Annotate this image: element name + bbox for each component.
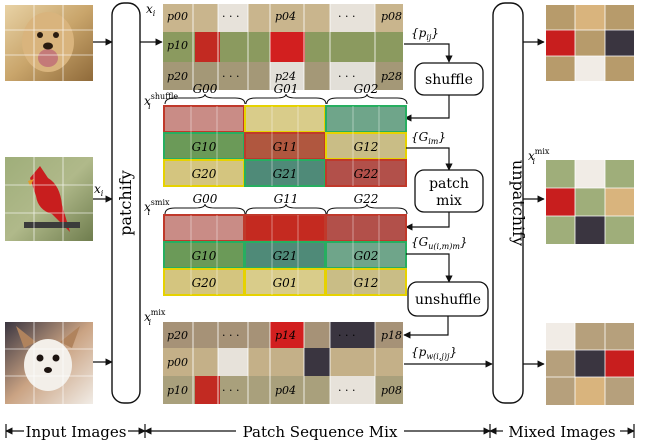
out-patch-label-p20: p20	[167, 329, 188, 342]
out-dots-1a: · · ·	[222, 329, 239, 342]
unshuffle-label: unshuffle	[415, 292, 481, 308]
xi-label-top: xi	[146, 2, 156, 18]
pij-label: {pij}	[411, 26, 439, 42]
patch-label-p10: p10	[167, 39, 188, 52]
arrow-shuffle-to-groups	[404, 95, 450, 122]
guim-label: {Gu(i,m)m}	[411, 235, 468, 251]
out-patch-label-p08: p08	[381, 384, 402, 397]
input-image-golden-retriever	[5, 5, 93, 81]
pwij-label: {pw(i,j)j}	[411, 345, 457, 361]
mixed-images-label: Mixed Images	[508, 423, 615, 441]
brace-2	[245, 93, 327, 105]
brace-5	[245, 203, 327, 215]
patchify-block	[111, 2, 141, 404]
brace-3	[326, 93, 408, 105]
input-image-chihuahua	[5, 322, 93, 404]
arrow-groups-to-patchmix	[406, 147, 453, 171]
shuffle-label: shuffle	[425, 72, 473, 88]
patch-label-p20: p20	[167, 70, 188, 83]
gim-label: {Gim}	[411, 130, 446, 146]
input-images-label: Input Images	[26, 423, 127, 441]
unpatchify-label: unpatchify	[509, 160, 528, 246]
arrow-seq-to-shuffle	[404, 43, 453, 63]
patch-label-p04: p04	[275, 10, 296, 23]
out-patch-label-p04: p04	[275, 384, 296, 397]
group-top-label-G02: G02	[354, 82, 379, 96]
input-image-cardinal	[5, 157, 93, 241]
out-dots-1b: · · ·	[338, 329, 355, 342]
bottom-scale	[5, 424, 635, 438]
group-top-label-G00: G00	[193, 82, 218, 96]
out-dots-3a: · · ·	[222, 384, 239, 397]
dots-3a: · · ·	[222, 70, 239, 83]
mixed-image-3	[546, 323, 634, 405]
patchify-label: patchify	[116, 170, 135, 236]
dots-1a: · · ·	[222, 10, 239, 23]
group-top-label-G01: G01	[274, 82, 299, 96]
smix-label-G02: G02	[354, 249, 379, 263]
smix-label-G21: G21	[273, 249, 298, 263]
arrow-patchmix-to-smix	[405, 212, 450, 231]
group-label-G11: G11	[273, 140, 298, 154]
patch-label-p28: p28	[381, 70, 402, 83]
unpatchify-block	[492, 2, 524, 404]
arrow-smix-to-unshuffle	[406, 253, 453, 283]
smix-label-G10: G10	[192, 249, 217, 263]
smix-group-grid	[163, 214, 407, 296]
input-patch-sequence	[163, 4, 403, 90]
smix-label-G12: G12	[354, 276, 379, 290]
out-patch-label-p10: p10	[167, 384, 188, 397]
group-label-G12: G12	[354, 140, 379, 154]
brace-1	[164, 93, 246, 105]
shuffled-group-grid	[163, 105, 407, 187]
out-dots-3b: · · ·	[338, 384, 355, 397]
smix-label-G01: G01	[273, 276, 298, 290]
dots-1b: · · ·	[338, 10, 355, 23]
out-patch-label-p18: p18	[381, 329, 402, 342]
arrow-unshuffle-to-out	[403, 316, 449, 339]
group-label-G22: G22	[354, 167, 379, 181]
patch-sequence-mix-label: Patch Sequence Mix	[243, 423, 398, 441]
mixed-image-1	[546, 5, 634, 81]
smix-top-label-G00: G00	[193, 192, 218, 206]
xi-label-mid: xi	[94, 182, 104, 198]
group-label-G21: G21	[273, 167, 298, 181]
out-patch-label-p14: p14	[275, 329, 296, 342]
dots-3b: · · ·	[338, 70, 355, 83]
patch-label-p00: p00	[167, 10, 188, 23]
mixed-image-2	[546, 160, 634, 244]
group-label-G20: G20	[192, 167, 217, 181]
smix-label-G20: G20	[192, 276, 217, 290]
out-patch-label-p00: p00	[167, 356, 188, 369]
smix-top-label-G11: G11	[274, 192, 299, 206]
patch-mix-label-2: mix	[436, 193, 462, 209]
brace-6	[326, 203, 408, 215]
output-patch-sequence	[163, 322, 403, 404]
patch-label-p24: p24	[275, 70, 296, 83]
brace-4	[164, 203, 246, 215]
patch-mix-label-1: patch	[429, 176, 469, 192]
smix-top-label-G22: G22	[354, 192, 379, 206]
group-label-G10: G10	[192, 140, 217, 154]
patch-label-p08: p08	[381, 10, 402, 23]
